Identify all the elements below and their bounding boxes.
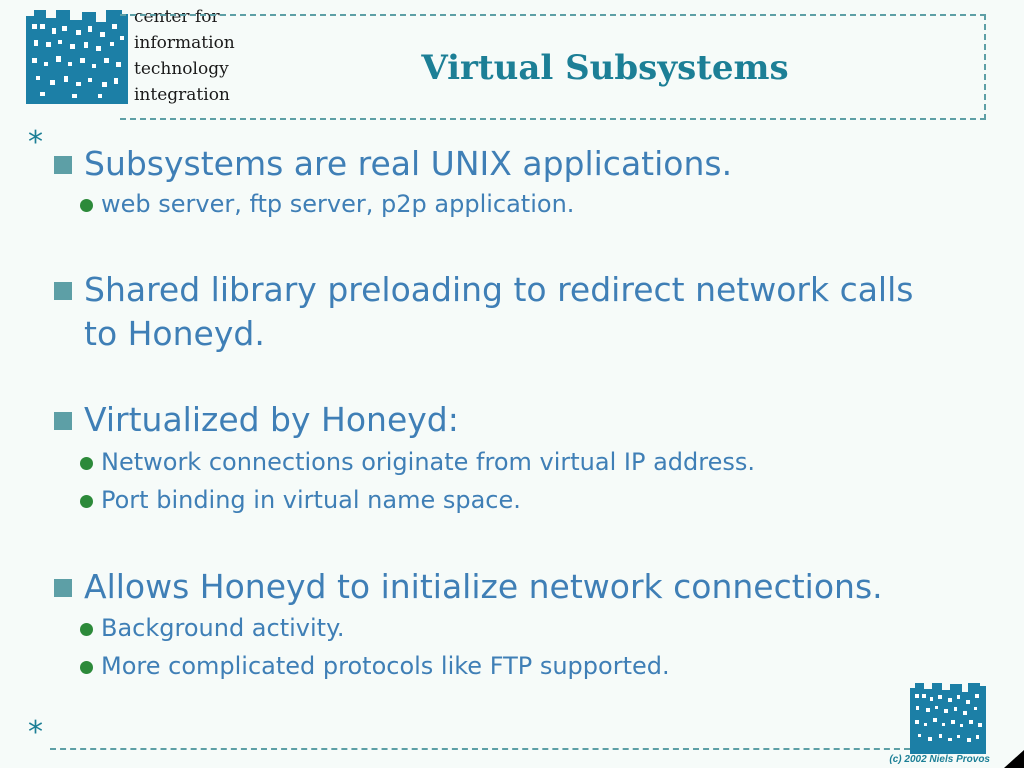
sub-bullet-text: Background activity. [101, 614, 345, 642]
sub-bullet-text: Network connections originate from virtu… [101, 448, 755, 476]
corner-marker [1004, 750, 1024, 768]
cit-logo-small [910, 680, 986, 754]
bullet-text: Subsystems are real UNIX applications. [84, 144, 733, 183]
logo-line: integration [134, 85, 230, 105]
bullet-item: Virtualized by Honeyd: [54, 398, 984, 442]
sub-bullet-item: Background activity. [80, 611, 980, 645]
bullet-text: Virtualized by Honeyd: [84, 400, 459, 439]
sub-bullet-item: More complicated protocols like FTP supp… [80, 649, 980, 683]
dot-bullet-icon [80, 199, 93, 212]
dot-bullet-icon [80, 457, 93, 470]
title-frame [120, 14, 986, 120]
bullet-text-line: to Honeyd. [84, 314, 265, 353]
bullet-item: Subsystems are real UNIX applications. [54, 142, 984, 186]
square-bullet-icon [54, 579, 72, 597]
cit-logo [26, 6, 128, 104]
bullet-item: Allows Honeyd to initialize network conn… [54, 565, 984, 609]
copyright-text: (c) 2002 Niels Provos [889, 754, 990, 765]
sub-bullet-item: Network connections originate from virtu… [80, 445, 980, 479]
sub-bullet-text: Port binding in virtual name space. [101, 486, 521, 514]
square-bullet-icon [54, 412, 72, 430]
bullet-text: Allows Honeyd to initialize network conn… [84, 567, 883, 606]
sub-bullet-text: web server, ftp server, p2p application. [101, 190, 575, 218]
cit-logo-text: center for information technology integr… [134, 4, 254, 108]
bullet-text-line: Shared library preloading to redirect ne… [84, 270, 914, 309]
bullet-text: Shared library preloading to redirect ne… [84, 268, 913, 356]
sub-bullet-text: More complicated protocols like FTP supp… [101, 652, 670, 680]
square-bullet-icon [54, 282, 72, 300]
logo-line: center for [134, 7, 220, 27]
slide-title: Virtual Subsystems [421, 48, 789, 88]
dot-bullet-icon [80, 495, 93, 508]
sub-bullet-item: web server, ftp server, p2p application. [80, 187, 980, 221]
square-bullet-icon [54, 156, 72, 174]
bullet-item: Shared library preloading to redirect ne… [54, 268, 984, 356]
star-marker: * [28, 125, 43, 160]
dot-bullet-icon [80, 661, 93, 674]
logo-line: information [134, 33, 235, 53]
star-marker: * [28, 715, 43, 750]
logo-line: technology [134, 59, 229, 79]
footer-divider [50, 748, 910, 750]
sub-bullet-item: Port binding in virtual name space. [80, 483, 980, 517]
dot-bullet-icon [80, 623, 93, 636]
